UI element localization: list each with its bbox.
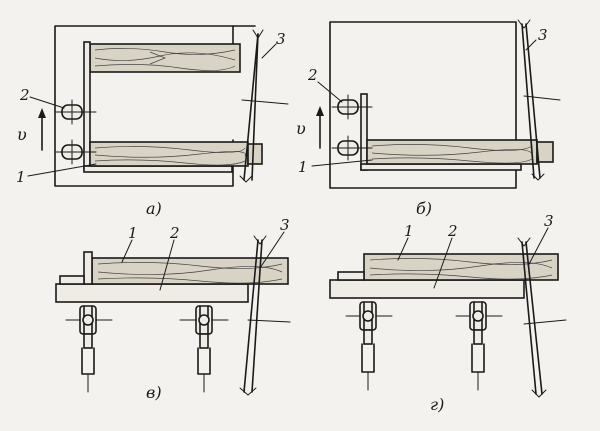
panel-c-letter: в) xyxy=(146,383,162,402)
panel-d-saw xyxy=(517,237,567,398)
panel-b-letter: б) xyxy=(416,199,432,218)
panel-c: 1 2 3 в) xyxy=(55,216,291,402)
panel-c-label-2: 2 xyxy=(169,224,180,242)
panel-a-fence xyxy=(83,41,91,171)
panel-c-base xyxy=(55,283,249,303)
panel-b-feed-arrow xyxy=(316,106,324,149)
panel-c-saw xyxy=(239,235,291,396)
panel-c-label-3: 3 xyxy=(280,216,290,234)
panel-d-label-2: 2 xyxy=(447,222,458,240)
panel-b-board xyxy=(366,139,538,165)
panel-d-label-1: 1 xyxy=(404,222,414,240)
panel-a-label-1: 1 xyxy=(16,168,26,186)
panel-a-rollers xyxy=(55,99,97,165)
panel-d-letter: г) xyxy=(430,395,444,414)
panel-b-fence xyxy=(360,93,368,171)
panel-d: 1 2 3 г) xyxy=(329,212,567,414)
panel-a-lower-board xyxy=(89,141,249,167)
panel-b: 2 1 3 υ б) xyxy=(296,19,561,218)
panel-b-saw xyxy=(517,19,561,181)
panel-a: 2 1 3 υ а) xyxy=(16,25,289,218)
panel-b-label-3: 3 xyxy=(538,26,548,44)
panel-a-speed-symbol: υ xyxy=(17,125,27,144)
panel-c-fence xyxy=(83,251,93,285)
panel-c-label-1: 1 xyxy=(128,224,138,242)
panel-a-label-2: 2 xyxy=(19,86,30,104)
panel-d-label-3: 3 xyxy=(544,212,554,230)
panel-a-frame xyxy=(54,25,256,187)
panel-b-base xyxy=(360,163,522,171)
panel-c-roller-left xyxy=(65,305,113,393)
panel-a-saw xyxy=(239,29,289,183)
panel-b-label-2: 2 xyxy=(307,66,318,84)
panel-d-roller-left xyxy=(345,301,393,391)
panel-b-frame xyxy=(329,21,517,189)
panel-c-roller-right xyxy=(179,305,229,393)
panel-a-letter: а) xyxy=(146,199,162,218)
panel-d-roller-right xyxy=(455,301,503,391)
panel-b-rollers xyxy=(331,94,373,161)
panel-a-base xyxy=(83,165,233,173)
panel-a-feed-arrow xyxy=(38,108,46,151)
panel-a-label-3: 3 xyxy=(276,30,286,48)
panel-d-base xyxy=(329,279,525,299)
panel-b-speed-symbol: υ xyxy=(296,119,306,138)
panel-b-label-1: 1 xyxy=(298,158,308,176)
